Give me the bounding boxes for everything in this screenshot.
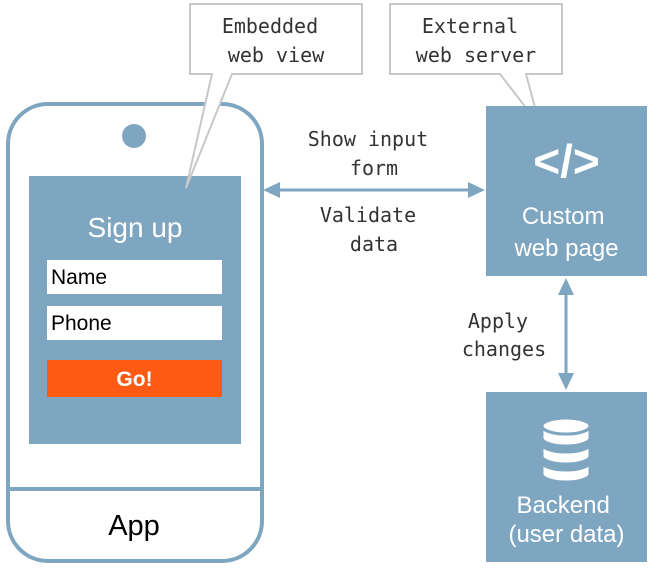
label-show-input-line-2: form (350, 156, 398, 180)
custom-web-page-rect (486, 106, 647, 276)
label-show-input-form: Show input form (308, 127, 440, 180)
label-validate-data: Validate data (320, 203, 428, 256)
name-input-label: Name (51, 266, 107, 289)
label-validate-line-1: Validate (320, 203, 416, 227)
callout-external-text: External web server (416, 14, 536, 67)
arrow-head-down (558, 373, 574, 390)
arrow-head-left (263, 182, 280, 198)
callout-embedded-text: Embedded web view (222, 14, 330, 67)
backend-line-2: (user data) (508, 521, 624, 548)
callout-embedded-line-2: web view (228, 43, 325, 67)
label-validate-line-2: data (350, 232, 398, 256)
custom-web-page-box: </> Custom web page (486, 106, 647, 276)
callout-external-line-1: External (422, 14, 518, 38)
backend-line-1: Backend (516, 492, 609, 519)
database-icon (540, 416, 592, 484)
app-label: App (108, 510, 160, 542)
callout-external-shape (389, 3, 563, 127)
phone-input[interactable] (47, 306, 222, 340)
arrow-head-right (468, 182, 485, 198)
label-apply-changes: Apply changes (462, 309, 546, 361)
phone-input-label: Phone (51, 312, 112, 335)
arrow-head-up (558, 278, 574, 295)
callout-external-web-server: External web server (389, 3, 563, 127)
go-button[interactable] (47, 360, 222, 397)
custom-web-page-label: Custom web page (513, 203, 618, 262)
label-apply-line-1: Apply (468, 309, 528, 333)
code-icon: </> (533, 135, 600, 187)
go-button-label: Go! (116, 368, 152, 391)
custom-web-page-line-2: web page (513, 235, 618, 262)
backend-label: Backend (user data) (508, 492, 624, 548)
signup-title: Sign up (88, 212, 183, 243)
arrow-web-page-to-backend (558, 278, 574, 390)
label-apply-line-2: changes (462, 337, 546, 361)
custom-web-page-line-1: Custom (522, 203, 605, 230)
callout-external-line-2: web server (416, 43, 536, 67)
callout-embedded-shape (185, 3, 363, 189)
arrow-phone-to-web-page (263, 182, 485, 198)
phone-device: Sign up Name Phone Go! App (6, 102, 264, 563)
callout-embedded-web-view: Embedded web view (185, 3, 363, 189)
phone-camera-icon (122, 124, 146, 148)
label-show-input-line-1: Show input (308, 127, 428, 151)
callout-embedded-line-1: Embedded (222, 14, 318, 38)
name-input[interactable] (47, 260, 222, 294)
backend-box: Backend (user data) (486, 392, 647, 562)
